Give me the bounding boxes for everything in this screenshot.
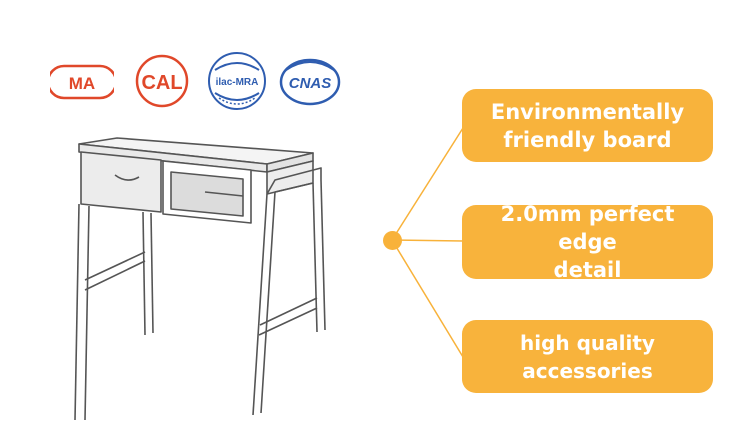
ilac-logo-text: ilac-MRA <box>216 77 259 88</box>
cal-logo: CAL <box>135 54 189 108</box>
ilac-mra-logo: ilac-MRA <box>208 52 266 110</box>
cal-logo-text: CAL <box>141 72 182 94</box>
feature-edge-line2: detail <box>553 258 622 282</box>
feature-eco-line2: friendly board <box>503 127 672 152</box>
feature-edge-line1: 2.0mm perfect edge <box>500 202 675 254</box>
feature-box-edge-detail: 2.0mm perfect edge detail <box>462 202 713 282</box>
desk-illustration <box>74 137 326 421</box>
feature-eco-line1: Environmentally <box>490 99 685 124</box>
feature-box-eco-board: Environmentally friendly board <box>462 89 713 162</box>
cma-logo: MA <box>50 64 114 100</box>
feature-accessories-text: high quality accessories <box>520 330 655 383</box>
connector-hub-dot <box>383 231 402 250</box>
feature-box-accessories: high quality accessories <box>462 320 713 393</box>
cma-logo-text: MA <box>69 74 95 93</box>
cnas-logo: CNAS <box>279 58 341 106</box>
certification-logos: MA CAL ilac-MRA CNAS <box>50 50 350 115</box>
cnas-logo-text: CNAS <box>289 75 332 92</box>
